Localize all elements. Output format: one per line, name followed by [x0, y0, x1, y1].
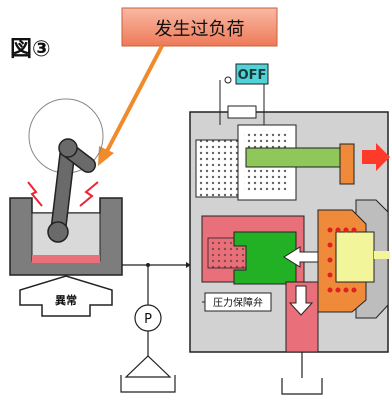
callout-arrow-head [98, 146, 114, 166]
lever-base-pressure-zone [32, 255, 100, 263]
gauge-label: P [144, 312, 152, 327]
lever-label: 異常 [55, 293, 77, 307]
red-spring-bottom [327, 287, 357, 293]
tank-left-icon [120, 375, 176, 393]
lever-up-arrow-icon [19, 275, 113, 317]
callout: 发生过负荷 [98, 7, 278, 166]
red-spring-top [327, 227, 357, 278]
orange-stem [339, 143, 355, 185]
off-indicator-text: OFF [238, 68, 267, 83]
pipe-arrow-icon [186, 262, 191, 268]
switch-block [227, 105, 257, 119]
filter-icon [124, 355, 172, 378]
tank-right-icon [281, 378, 323, 395]
valve-label: 圧力保障弁 [213, 296, 263, 309]
switch-terminal-left [224, 76, 232, 84]
spark-left-icon [27, 181, 43, 207]
spark-right-icon [79, 181, 99, 207]
lever-assembly: 異常 [9, 98, 123, 317]
lever-arm [51, 141, 75, 239]
piping: P [120, 262, 191, 393]
callout-box [121, 7, 278, 47]
valve-body: OFF 圧力保障弁 [189, 63, 390, 353]
output-arrow-icon [362, 143, 390, 171]
off-indicator [235, 63, 269, 85]
callout-text: 发生过负荷 [155, 19, 245, 40]
flow-down-arrow-icon [288, 285, 314, 316]
figure-label: 図③ [10, 37, 51, 62]
pressure-gauge-icon [134, 304, 162, 332]
green-rod [245, 147, 345, 168]
callout-arrow-shaft [104, 45, 164, 154]
lever-pivot-top [58, 138, 78, 158]
lever-pivot-bottom [47, 221, 69, 243]
yellow-cylinder [335, 231, 375, 283]
